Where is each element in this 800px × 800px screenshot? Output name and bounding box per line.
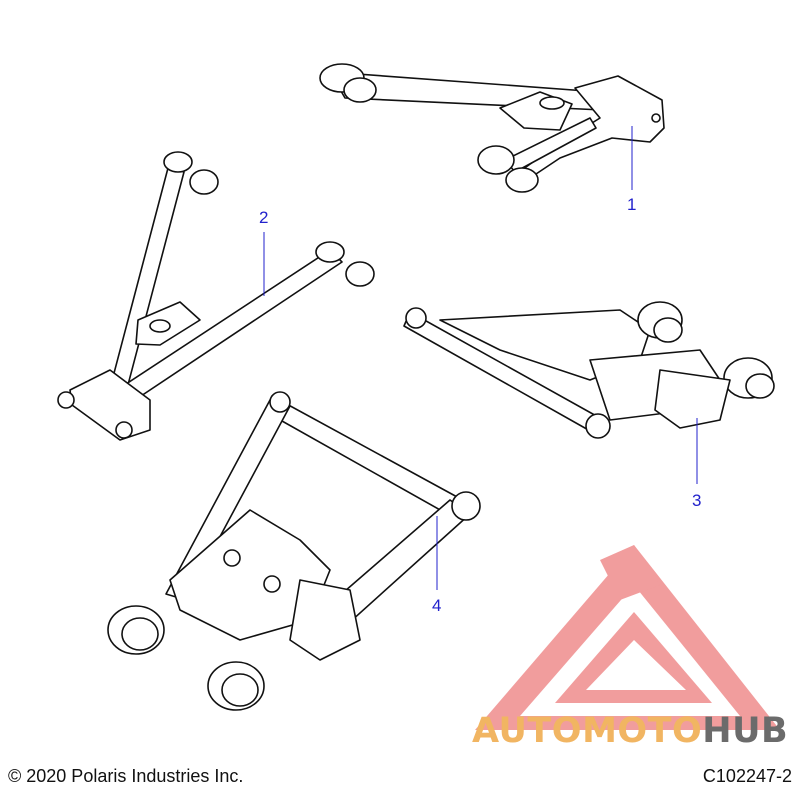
a-arm-part-1 [319, 63, 665, 193]
watermark-auto: AUTO [472, 711, 583, 751]
callout-4: 4 [432, 596, 441, 615]
automotohub-watermark-text: AUTOMOTOHUB [472, 711, 788, 751]
a-arm-part-3 [403, 301, 775, 439]
callout-2: 2 [259, 208, 268, 227]
callout-1: 1 [627, 195, 636, 214]
copyright-text: © 2020 Polaris Industries Inc. [8, 766, 244, 786]
watermark-moto: MOTO [582, 711, 703, 751]
callout-3: 3 [692, 491, 701, 510]
watermark-hub: HUB [702, 711, 789, 751]
automotohub-logo-mark [475, 545, 780, 730]
a-arm-part-2 [57, 151, 375, 441]
a-arm-part-4 [107, 391, 481, 711]
drawing-id: C102247-2 [702, 766, 792, 786]
